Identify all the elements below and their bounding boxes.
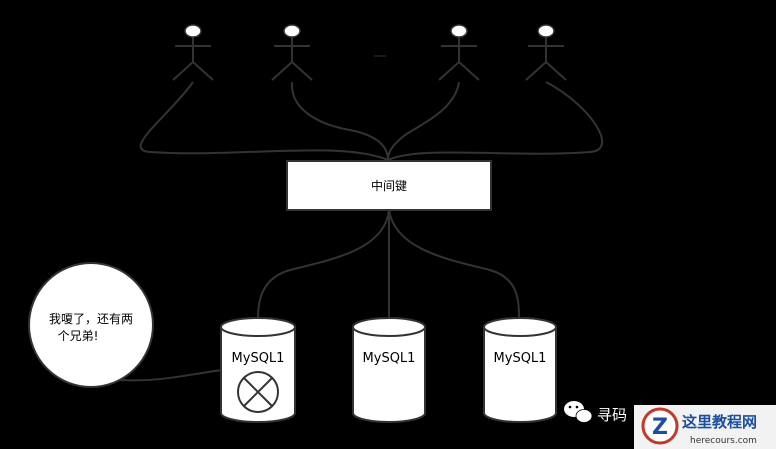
speech-bubble-line-1: 我嗄了，还有两 [49,312,133,326]
user-figure-1 [172,24,214,81]
user-figure-3 [438,24,480,81]
database-down-icon [237,371,279,413]
site-watermark: Z 这里教程网 herecours.com [634,405,776,449]
database-1: MySQL1 [220,317,296,423]
middleware-label: 中间键 [371,178,407,193]
middleware-box: 中间键 [286,160,492,211]
speech-bubble: 我嗄了，还有两 个兄弟! [28,262,154,388]
speech-bubble-connector [119,369,223,382]
database-2-label: MySQL1 [363,351,416,366]
connector-user-4 [387,81,603,161]
connector-db-3 [388,209,520,319]
database-3-label: MySQL1 [494,351,547,366]
user-figure-2 [271,24,313,81]
svg-text:Z: Z [652,415,668,440]
speech-bubble-line-2: 个兄弟! [58,329,99,343]
connector-user-3 [387,81,460,161]
user-connectors [139,81,603,161]
connector-user-2 [290,81,389,161]
user-figure-4 [525,24,567,81]
connector-user-1 [139,81,389,161]
wechat-watermark-text: 寻码 [597,406,627,424]
connector-db-1 [257,209,390,319]
users-ellipsis: — [373,48,387,64]
wechat-icon [564,401,593,423]
database-3: MySQL1 [483,317,557,423]
site-name: 这里教程网 [682,413,757,431]
database-1-label: MySQL1 [232,351,285,366]
site-url: herecours.com [690,436,757,446]
db-connectors [257,209,520,319]
database-2: MySQL1 [352,317,426,423]
site-logo-icon: Z [641,407,679,445]
wechat-watermark: 寻码 [564,401,627,424]
